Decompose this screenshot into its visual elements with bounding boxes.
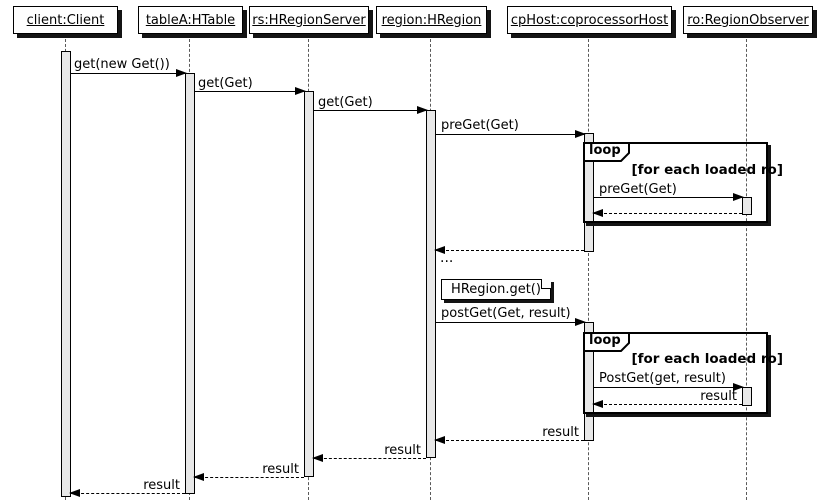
loop-fragment-pre-tab: loop (583, 142, 631, 162)
activation-client (61, 51, 71, 497)
lifeline-ro (746, 34, 747, 500)
participant-rs: rs:HRegionServer (249, 6, 369, 34)
message-get-get-1 (195, 86, 306, 95)
arrowhead-icon (575, 317, 586, 326)
arrowhead-icon (312, 453, 323, 462)
loop-operator-label: loop (589, 333, 621, 348)
note-hregion-get-text: HRegion.get() (451, 282, 541, 297)
participant-tableA-label: tableA:HTable (145, 12, 236, 28)
participant-rs-label: rs:HRegionServer (252, 12, 366, 28)
message-get-new-get (71, 68, 187, 77)
message-get-get-2 (314, 105, 428, 114)
return-result-rs-tableA (193, 472, 304, 481)
loop-guard-post: [for each loaded ro] (631, 351, 783, 367)
return-result-tableA-client (69, 488, 185, 497)
activation-tableA (185, 73, 195, 494)
participant-cpHost: cpHost:coprocessorHost (507, 6, 672, 34)
activation-rs (304, 91, 314, 477)
message-preget-outer (436, 129, 586, 138)
loop-fragment-post-tab: loop (583, 332, 631, 352)
participant-region-label: region:HRegion (381, 12, 482, 28)
return-result-ro-cpHost-label: result (700, 389, 737, 404)
arrowhead-icon (69, 488, 80, 497)
return-result-region-rs-label: result (384, 443, 421, 458)
return-result-cpHost-region-label: result (542, 425, 579, 440)
arrowhead-icon (295, 86, 306, 95)
return-ro-to-cpHost-pre (592, 208, 742, 217)
note-hregion-get: HRegion.get() (441, 279, 551, 300)
ellipsis: ... (440, 250, 454, 266)
message-preget-inner (594, 192, 744, 201)
return-result-tableA-client-label: result (143, 478, 180, 493)
loop-operator-label: loop (589, 143, 621, 158)
message-postget-outer (436, 317, 586, 326)
message-preget-inner-label: preGet(Get) (599, 182, 677, 197)
loop-fragment-post: loop (583, 332, 768, 414)
participant-tableA: tableA:HTable (138, 6, 243, 34)
arrowhead-icon (733, 192, 744, 201)
note-fold-corner-icon (541, 279, 551, 289)
message-postget-outer-label: postGet(Get, result) (441, 306, 571, 321)
participant-ro-label: ro:RegionObserver (687, 12, 809, 28)
arrowhead-icon (575, 129, 586, 138)
participant-region: region:HRegion (376, 6, 487, 34)
message-get-get-2-label: get(Get) (318, 95, 373, 110)
arrowhead-icon (592, 399, 603, 408)
arrowhead-icon (733, 382, 744, 391)
return-result-ro-cpHost (592, 399, 742, 408)
loop-guard-pre: [for each loaded ro] (631, 162, 783, 178)
message-get-get-1-label: get(Get) (198, 76, 253, 91)
message-postget-inner (594, 382, 744, 391)
loop-tab-shape-icon (583, 332, 630, 352)
activation-region (426, 110, 436, 458)
loop-fragment-pre: loop (583, 142, 768, 223)
message-get-new-get-label: get(new Get()) (74, 57, 170, 72)
return-result-cpHost-region (434, 435, 584, 444)
arrowhead-icon (434, 245, 445, 254)
activation-ro-post (742, 387, 752, 406)
participant-ro: ro:RegionObserver (683, 6, 813, 34)
return-result-rs-tableA-label: result (262, 462, 299, 477)
return-result-region-rs (312, 453, 426, 462)
arrowhead-icon (434, 435, 445, 444)
participant-cpHost-label: cpHost:coprocessorHost (510, 12, 669, 28)
message-preget-outer-label: preGet(Get) (441, 118, 519, 133)
arrowhead-icon (592, 208, 603, 217)
arrowhead-icon (417, 105, 428, 114)
participant-client: client:Client (13, 6, 118, 34)
lifeline-cpHost (588, 34, 589, 500)
message-postget-inner-label: PostGet(get, result) (599, 371, 726, 386)
activation-ro-pre (742, 197, 752, 215)
loop-tab-shape-icon (583, 142, 630, 162)
arrowhead-icon (176, 68, 187, 77)
return-cpHost-to-region-pre (434, 245, 584, 254)
participant-client-label: client:Client (26, 12, 105, 28)
arrowhead-icon (193, 472, 204, 481)
